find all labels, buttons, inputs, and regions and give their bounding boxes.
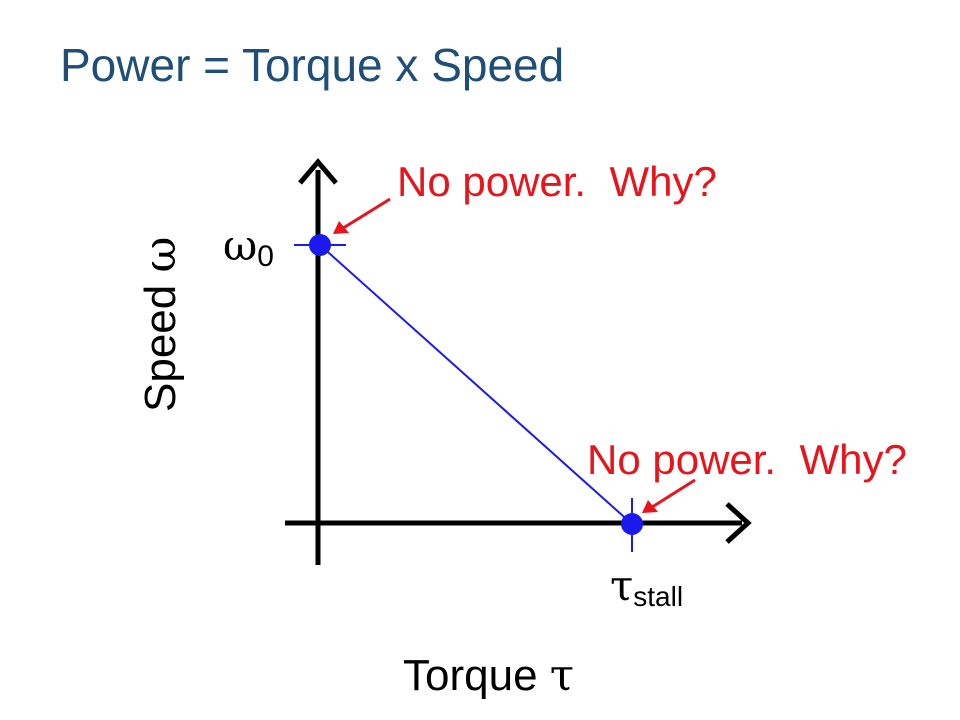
bottom-annotation: No power. Why? [587, 436, 907, 483]
bottom-annotation-arrowhead [642, 500, 658, 513]
y-axis-label-text: Speed [136, 285, 185, 412]
tau-stall-symbol: τ [610, 561, 633, 610]
x-axis-label: Torque τ [403, 650, 574, 701]
x-axis-arrowhead [725, 502, 752, 544]
omega0-point [309, 234, 331, 256]
omega0-symbol: ω [223, 221, 257, 270]
y-axis-arrowhead [298, 158, 338, 185]
top-annotation: No power. Why? [397, 158, 717, 205]
top-annotation-arrowhead [333, 221, 349, 234]
x-axis-label-text: Torque [403, 651, 538, 700]
x-axis-symbol: τ [550, 650, 574, 701]
bottom-annotation-arrow [648, 478, 696, 511]
top-annotation-arrow [339, 197, 391, 232]
torque-speed-line [319, 244, 633, 525]
y-axis-symbol: ω [135, 237, 186, 273]
slide-title: Power = Torque x Speed [60, 39, 565, 91]
tau-stall-label: τstall [610, 561, 683, 612]
omega0-subscript: 0 [257, 240, 274, 273]
y-axis-label: Speed ω [135, 237, 186, 412]
tau-stall-point [621, 513, 643, 535]
omega0-label: ω0 [223, 221, 274, 273]
tau-stall-subscript: stall [633, 581, 683, 612]
